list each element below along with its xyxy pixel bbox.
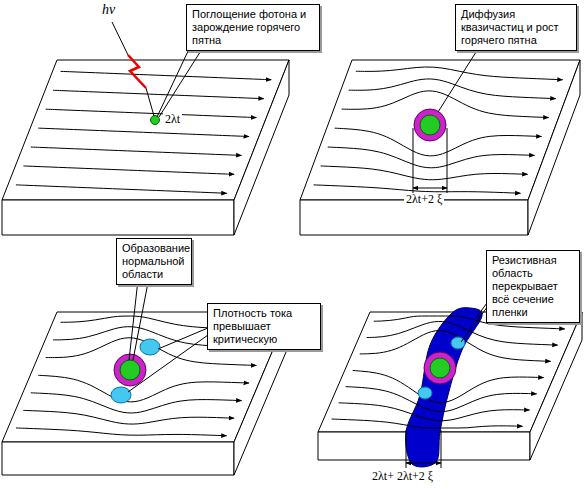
current-line xyxy=(360,331,551,362)
current-line xyxy=(16,428,227,436)
film-front xyxy=(2,442,234,475)
callout-text: Поглощение фотона и зарождение горячего … xyxy=(192,8,314,47)
callout-text: Резистивная область перекрывает всё сече… xyxy=(492,254,574,319)
callout-text: Плотность тока превышает критическую xyxy=(213,307,315,346)
dimension-label: 2λt xyxy=(163,113,182,126)
film-slab xyxy=(318,308,582,467)
current-line xyxy=(346,387,537,412)
current-line xyxy=(61,71,272,79)
current-line xyxy=(328,147,535,168)
callout-box: Резистивная область перекрывает всё сече… xyxy=(486,250,580,323)
current-line xyxy=(342,91,549,118)
current-line xyxy=(314,185,521,193)
dimension-mark xyxy=(413,128,447,193)
hot-spot xyxy=(418,337,465,399)
current-line xyxy=(23,410,234,424)
callout-text: Образование нормальной области xyxy=(122,242,186,281)
hot-spot xyxy=(414,109,446,141)
current-line xyxy=(339,403,530,421)
photon-ray xyxy=(146,88,154,116)
film-side xyxy=(234,60,289,235)
callout-box: Диффузия квазичастиц и рост горячего пят… xyxy=(455,4,577,51)
photon-label: hν xyxy=(100,3,117,16)
callout-box: Плотность тока превышает критическую xyxy=(207,303,321,350)
photon-ray xyxy=(112,22,128,55)
current-line xyxy=(332,419,523,428)
current-line xyxy=(23,166,234,174)
photon-zigzag xyxy=(128,55,146,88)
leader-line xyxy=(128,330,215,392)
current-line xyxy=(31,393,242,413)
dimension-label: 2λt+ 2λt+2 ξ xyxy=(370,470,435,483)
callout-text: Диффузия квазичастиц и рост горячего пят… xyxy=(461,8,571,47)
current-line xyxy=(31,147,242,155)
current-line xyxy=(53,90,264,98)
film-side xyxy=(530,312,582,460)
current-line xyxy=(16,185,227,193)
dimension-mark xyxy=(406,430,441,468)
current-line xyxy=(38,128,249,136)
callout-box: Поглощение фотона и зарождение горячего … xyxy=(186,4,320,51)
callout-box: Образование нормальной области xyxy=(116,238,192,285)
film-side xyxy=(528,60,580,235)
hot-spot xyxy=(151,116,160,125)
current-line xyxy=(321,166,528,180)
film-slab xyxy=(300,60,580,235)
dimension-label: 2λt+2 ξ xyxy=(404,193,444,206)
film-front xyxy=(2,200,234,235)
current-line xyxy=(46,109,257,117)
